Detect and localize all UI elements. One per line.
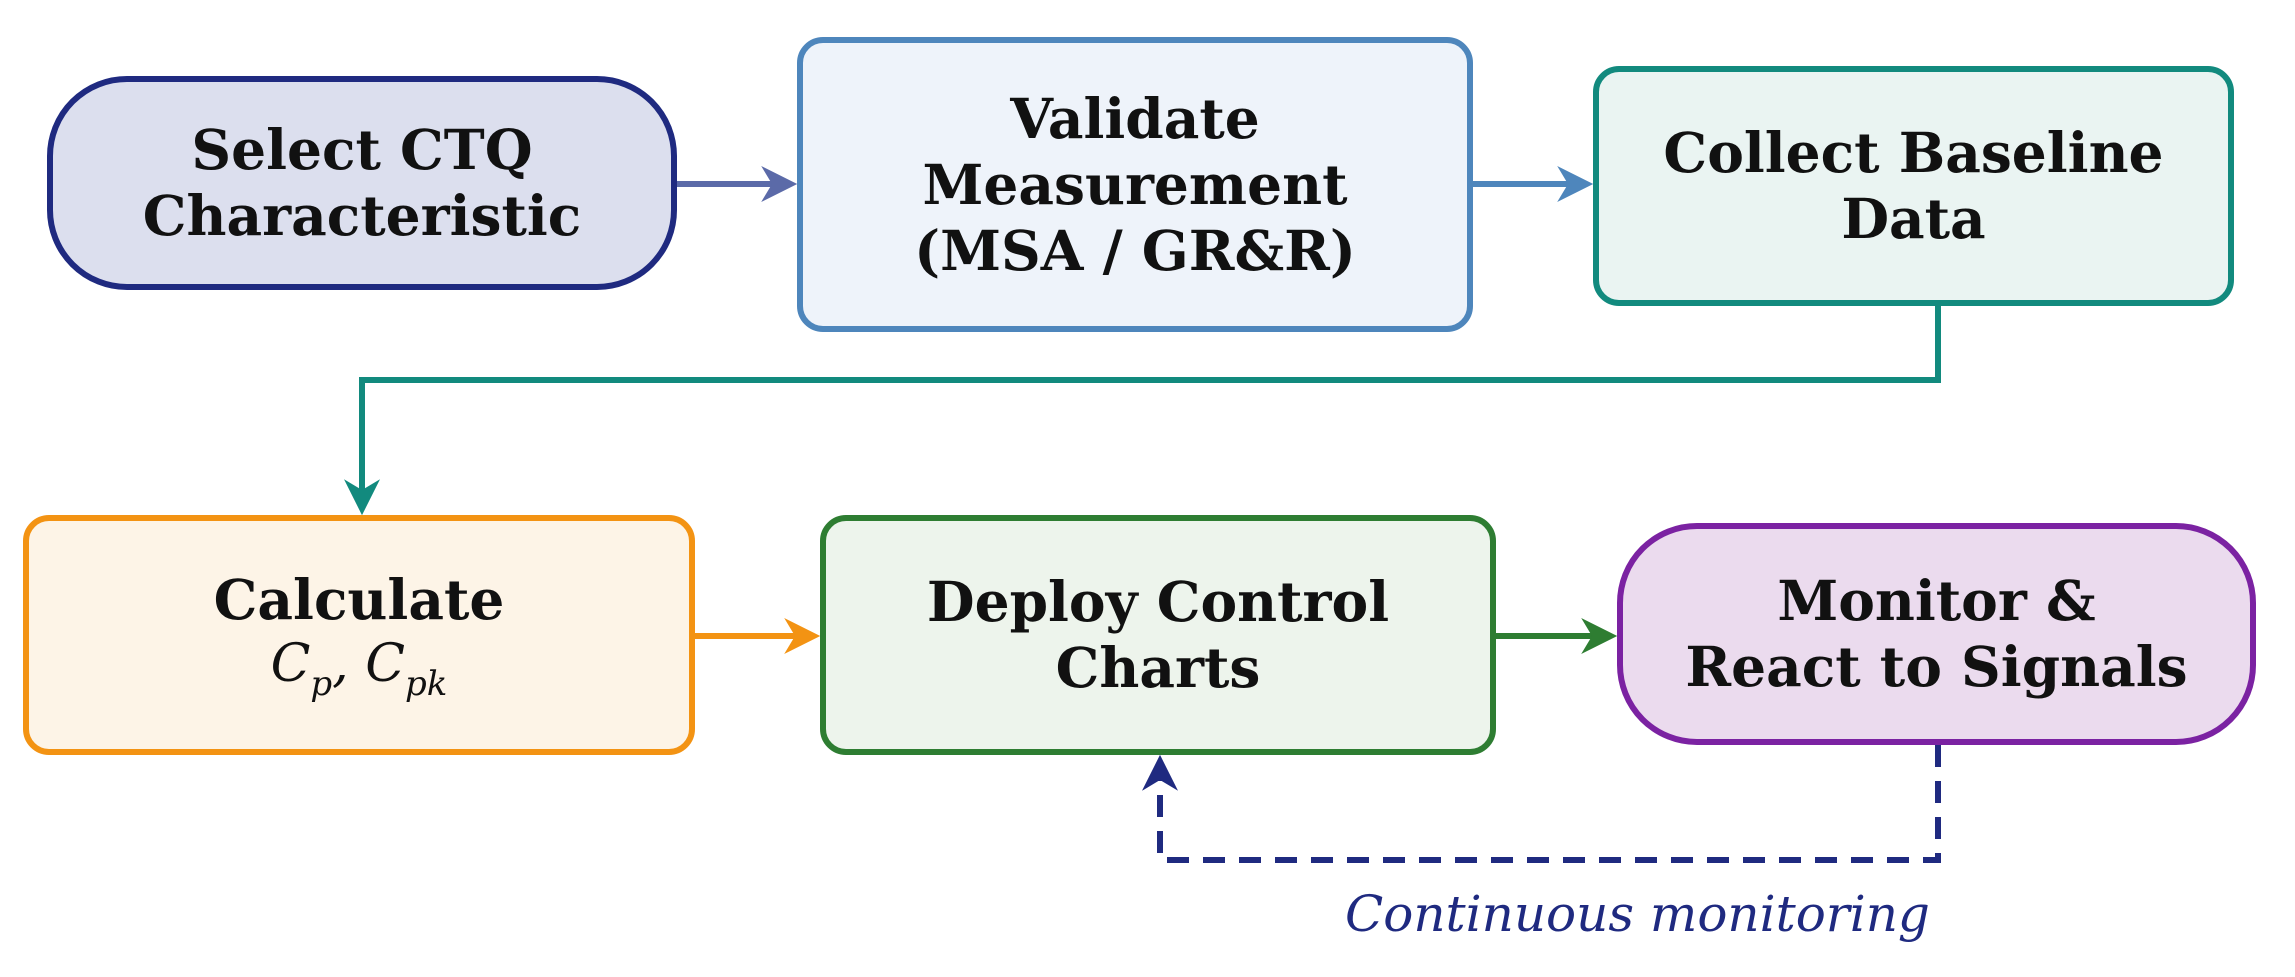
node-label-line: Data — [1841, 186, 1986, 251]
node-monitor-react-to-signals: Monitor & React to Signals — [1617, 523, 2256, 745]
node-calculate-capability: Calculate Cp, Cpk — [23, 515, 695, 755]
node-label-line: Collect Baseline — [1663, 120, 2164, 185]
node-select-ctq-characteristic: Select CTQ Characteristic — [47, 76, 677, 290]
node-label-line: Measurement — [922, 151, 1348, 217]
node-collect-baseline-data: Collect Baseline Data — [1593, 66, 2234, 306]
capability-indices-formula: Cp, Cpk — [270, 633, 448, 704]
node-label-line: (MSA / GR&R) — [914, 217, 1356, 283]
node-label-line: Calculate — [213, 567, 505, 633]
arrow-feedback-monitor-to-deploy — [1142, 745, 1941, 863]
feedback-loop-label: Continuous monitoring — [1345, 885, 1930, 943]
formula-separator: , — [332, 634, 349, 695]
node-label-line: Select CTQ — [191, 117, 533, 182]
node-label-line: Monitor & — [1777, 568, 2096, 633]
arrow-collect-to-calculate — [344, 306, 1941, 516]
node-label-line: Deploy Control — [926, 569, 1390, 634]
node-validate-measurement: Validate Measurement (MSA / GR&R) — [797, 37, 1473, 332]
node-label-line: Characteristic — [142, 183, 582, 248]
node-label-line: React to Signals — [1685, 634, 2188, 699]
node-label-line: Charts — [1055, 635, 1261, 700]
cpk-subscript: pk — [405, 663, 448, 704]
cp-symbol: C — [270, 634, 311, 695]
cpk-symbol: C — [365, 634, 406, 695]
node-deploy-control-charts: Deploy Control Charts — [820, 515, 1496, 755]
cp-subscript: p — [310, 663, 333, 704]
node-label-line: Validate — [1010, 85, 1260, 151]
